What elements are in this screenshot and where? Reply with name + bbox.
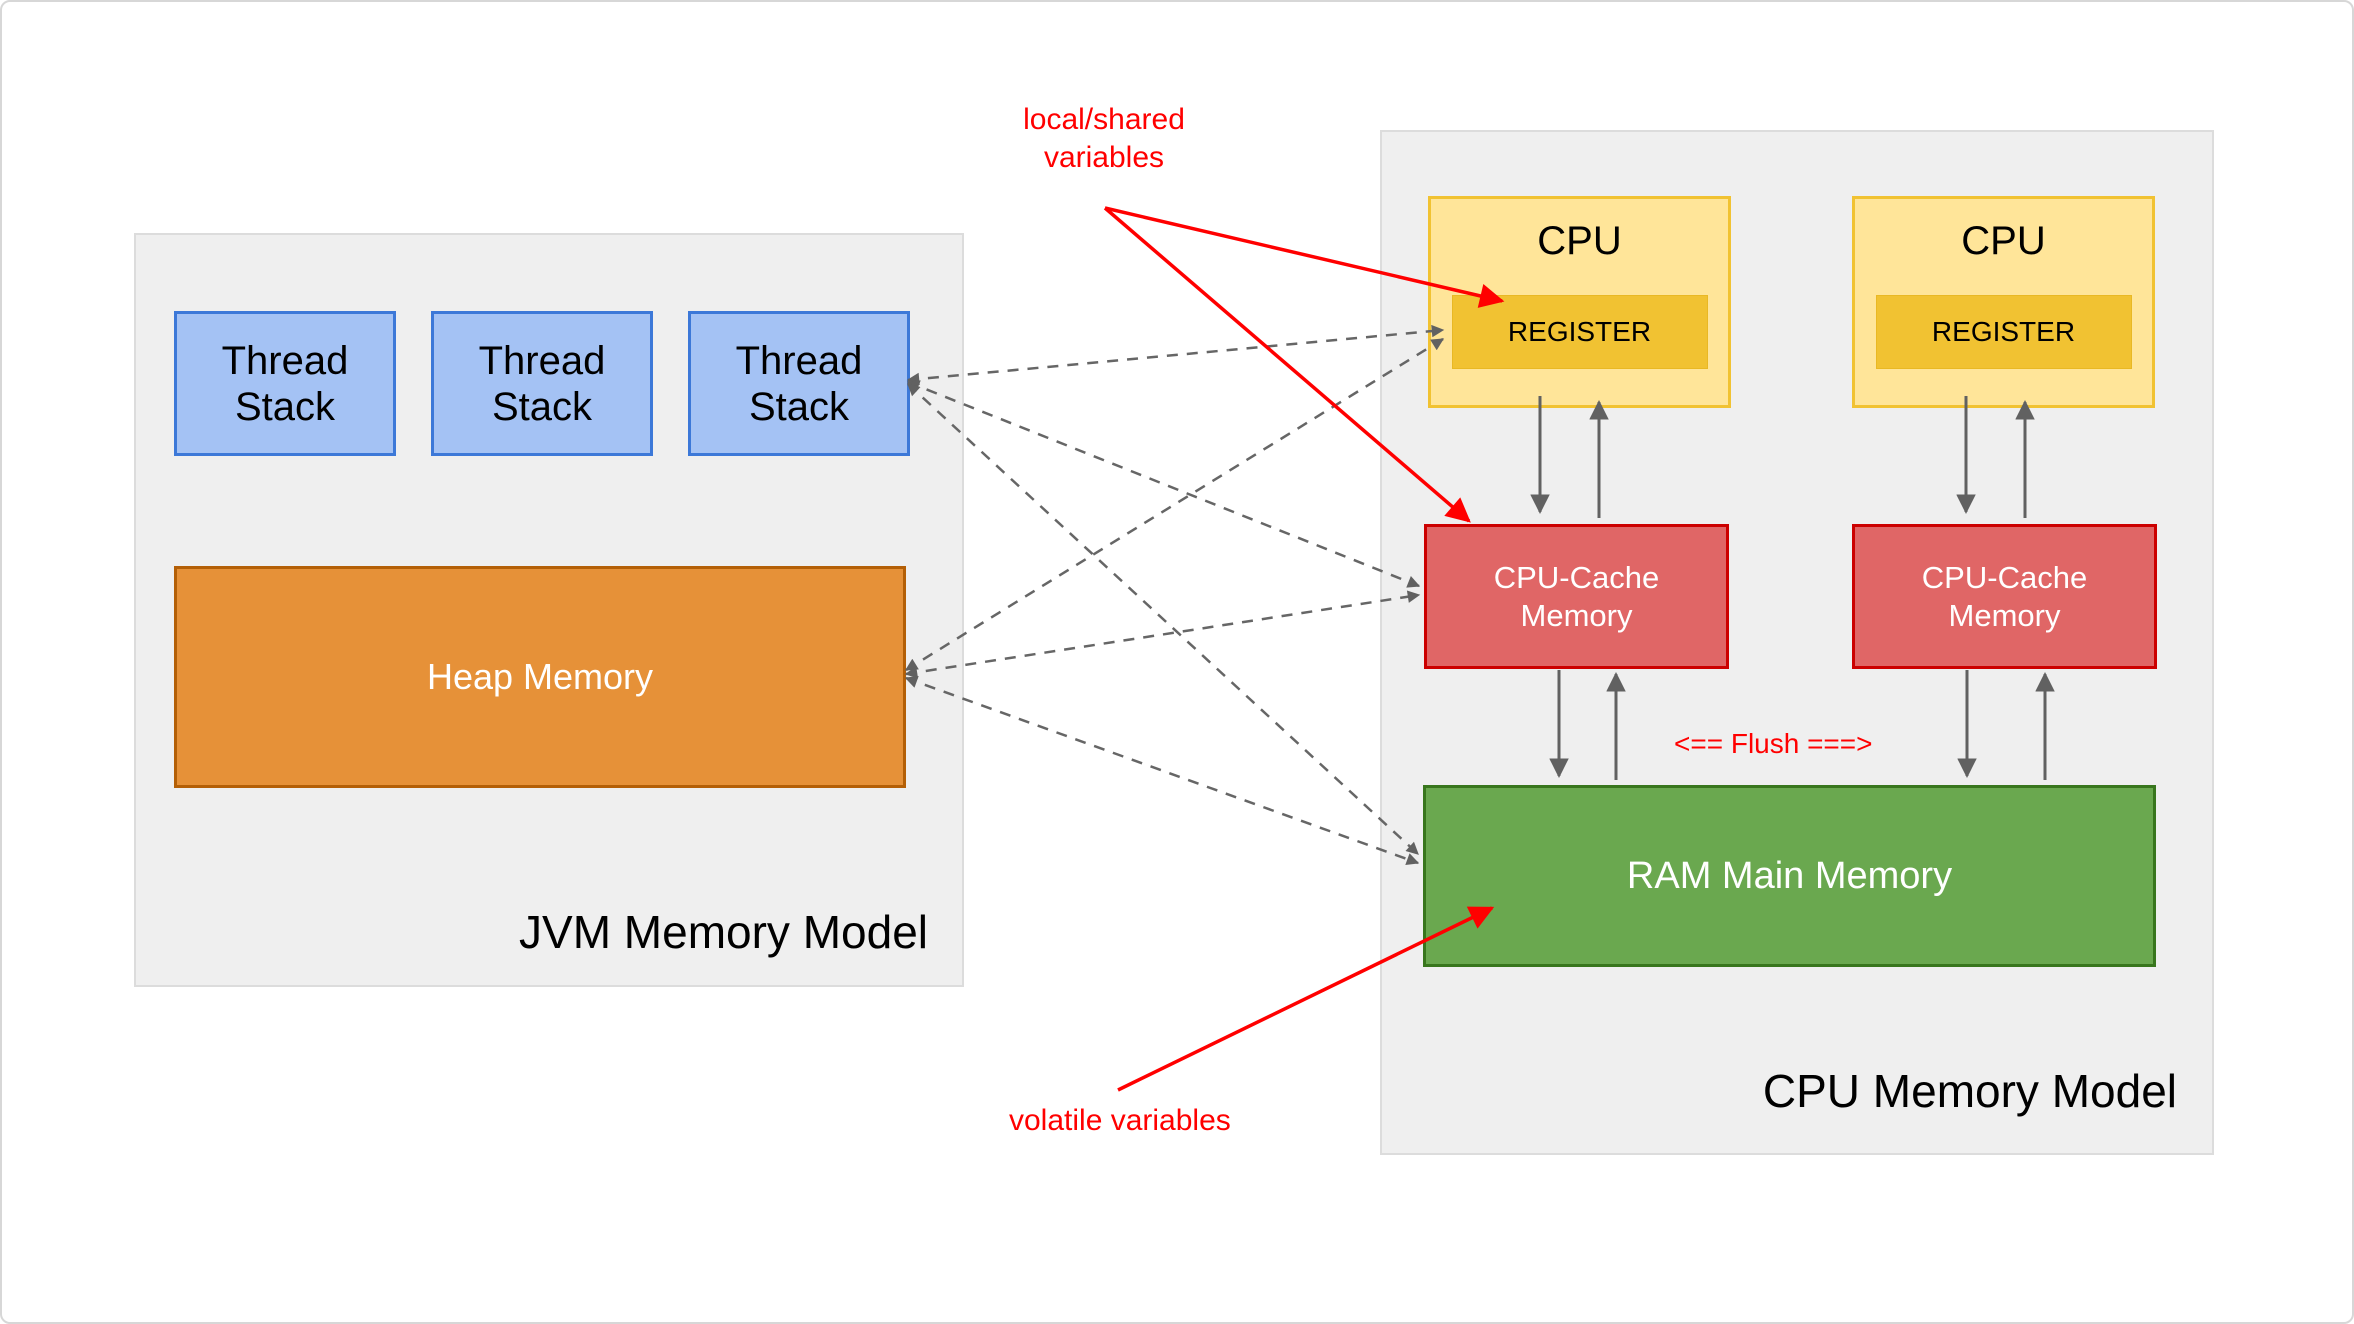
dashed-link-threadstack-cache (906, 380, 1421, 588)
heap-memory-box: Heap Memory (174, 566, 906, 788)
dashed-link-heap-ram (904, 675, 1420, 866)
dashed-link-threadstack-ram (907, 383, 1419, 855)
heap-memory-label: Heap Memory (426, 656, 654, 697)
cpu-cache-label: CPU-Cache Memory (1493, 559, 1660, 633)
cpu-box-1: CPU REGISTER (1428, 196, 1731, 408)
cpu-cache-label: CPU-Cache Memory (1921, 559, 2088, 633)
cpu-cache-box-1: CPU-Cache Memory (1424, 524, 1729, 669)
dashed-link-threadstack-register (906, 324, 1445, 386)
flush-annotation: <== Flush ===> (1674, 728, 1873, 759)
thread-stack-box-2: Thread Stack (431, 311, 653, 456)
volatile-variables-annotation: volatile variables (1009, 1104, 1231, 1137)
thread-stack-label: Thread Stack (735, 338, 863, 429)
register-box-1: REGISTER (1451, 295, 1708, 369)
register-box-2: REGISTER (1875, 295, 2132, 369)
ram-main-memory-label: RAM Main Memory (1626, 854, 1953, 897)
local-shared-variables-annotation: local/shared variables (1023, 103, 1185, 174)
cpu-label: CPU (1537, 219, 1622, 263)
cpu-box-2: CPU REGISTER (1852, 196, 2155, 408)
thread-stack-label: Thread Stack (478, 338, 606, 429)
thread-stack-box-1: Thread Stack (174, 311, 396, 456)
register-label: REGISTER (1507, 316, 1652, 347)
thread-stack-box-3: Thread Stack (688, 311, 910, 456)
ram-main-memory-box: RAM Main Memory (1423, 785, 2156, 967)
cpu-memory-model-panel: CPU REGISTER CPU REGISTER CPU-Cache Memo… (1380, 130, 2214, 1155)
dashed-link-heap-cache (904, 590, 1421, 679)
register-label: REGISTER (1931, 316, 2076, 347)
dashed-link-heap-register (904, 337, 1445, 672)
thread-stack-label: Thread Stack (221, 338, 349, 429)
cpu-cache-box-2: CPU-Cache Memory (1852, 524, 2157, 669)
jvm-memory-model-panel: Thread Stack Thread Stack Thread Stack H… (134, 233, 964, 987)
jvm-panel-title: JVM Memory Model (519, 906, 928, 958)
cpu-panel-title: CPU Memory Model (1762, 1065, 2177, 1117)
cpu-label: CPU (1961, 219, 2046, 263)
